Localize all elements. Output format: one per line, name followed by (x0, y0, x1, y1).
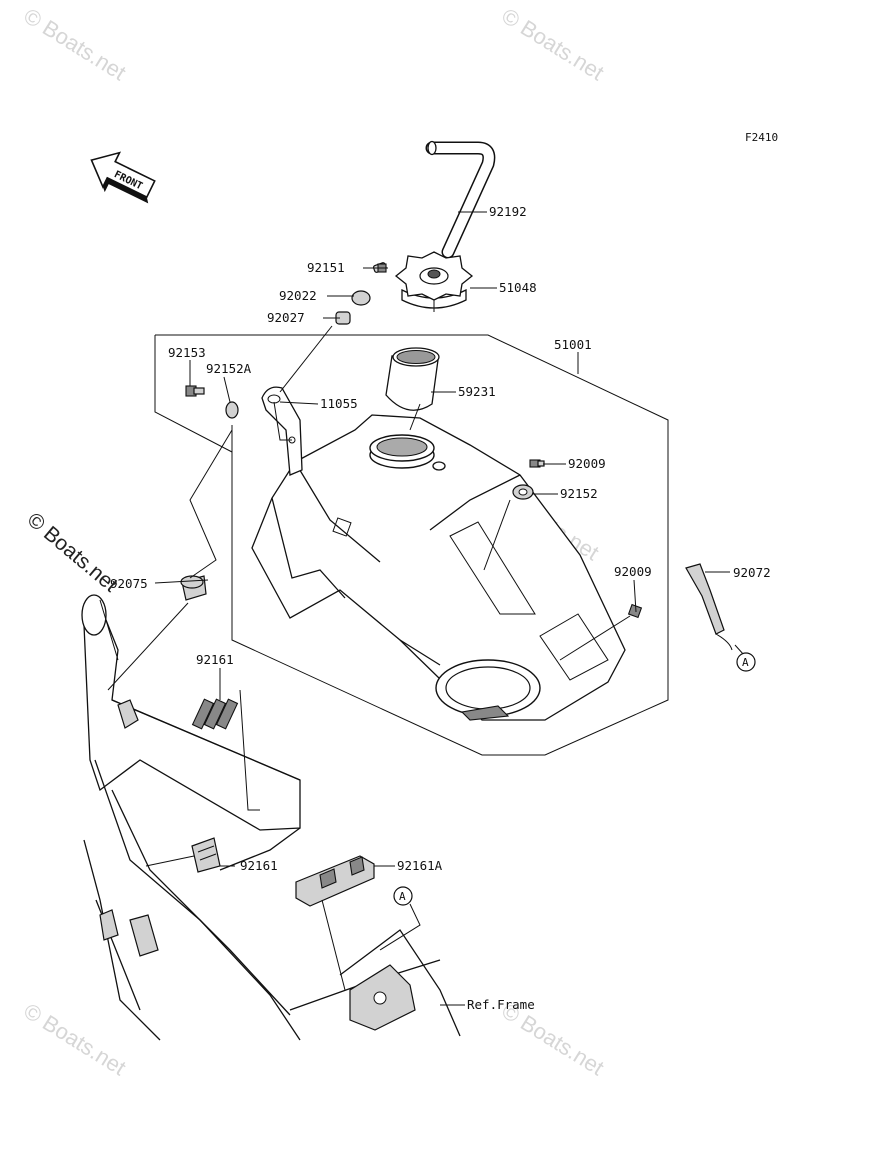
watermark-side: © Boats.net (23, 508, 122, 596)
band-92072 (685, 563, 733, 651)
label-92022: 92022 (279, 288, 317, 303)
collar-92152A (225, 401, 239, 419)
bracket-11055 (261, 386, 303, 476)
fuel-cap (394, 251, 474, 309)
label-92161-upper: 92161 (196, 652, 234, 667)
ref-marker-a-bottom: A (393, 886, 413, 906)
ref-marker-a-right: A (736, 652, 756, 672)
label-92151: 92151 (307, 260, 345, 275)
assembly-outline-left (154, 335, 233, 453)
bolt-92153 (185, 385, 205, 397)
label-92192: 92192 (489, 204, 527, 219)
ref-marker-a-bottom-label: A (399, 890, 406, 903)
ref-marker-a-right-label: A (742, 656, 749, 669)
label-ref-frame: Ref.Frame (467, 997, 535, 1012)
damper-92075 (180, 575, 207, 601)
filler-screen (385, 347, 440, 411)
frame (81, 594, 461, 1041)
label-92152: 92152 (560, 486, 598, 501)
screw-92009-lower (627, 603, 643, 619)
label-59231: 59231 (458, 384, 496, 399)
washer-92022 (351, 290, 371, 306)
label-11055: 11055 (320, 396, 358, 411)
label-92009-upper: 92009 (568, 456, 606, 471)
label-92075: 92075 (110, 576, 148, 591)
label-92161-lower: 92161 (240, 858, 278, 873)
watermark-top-left: © Boats.net (19, 3, 130, 85)
assembly-outline (155, 334, 669, 756)
front-arrow-icon: FRONT (90, 151, 156, 204)
pad-92161-lower (191, 837, 221, 873)
label-92009-lower: 92009 (614, 564, 652, 579)
pad-92161-upper (191, 698, 239, 730)
leader-lines (107, 211, 745, 1006)
diagram-code: F2410 (745, 131, 778, 144)
label-92161A: 92161A (397, 858, 443, 873)
label-92152A: 92152A (206, 361, 252, 376)
part-labels: 92192 92151 51048 92022 92027 51001 9215… (110, 204, 771, 1012)
label-92153: 92153 (168, 345, 206, 360)
watermark-top-right: © Boats.net (497, 3, 608, 85)
screw-92009-upper (529, 459, 545, 468)
breather-hose (425, 140, 496, 259)
label-92072: 92072 (733, 565, 771, 580)
label-51048: 51048 (499, 280, 537, 295)
label-92027: 92027 (267, 310, 305, 325)
pad-92161A (295, 855, 375, 907)
label-51001: 51001 (554, 337, 592, 352)
watermark-bottom-left: © Boats.net (19, 998, 130, 1080)
